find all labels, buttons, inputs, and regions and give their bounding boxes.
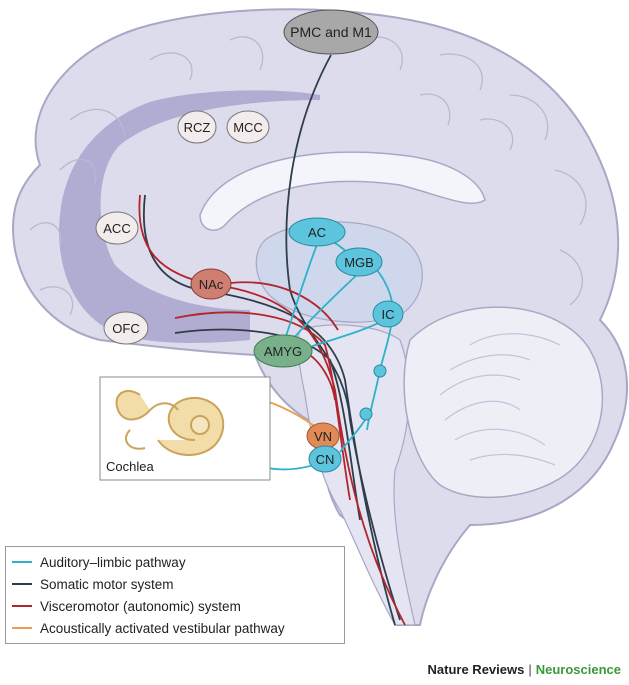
legend-swatch <box>12 605 32 607</box>
auditory-limbic-path <box>339 419 366 453</box>
ac-node[interactable]: AC <box>288 217 346 247</box>
cochlea-drawing <box>115 390 225 457</box>
auditory-limbic-path <box>364 257 394 431</box>
cochlea-label: Cochlea <box>106 459 154 474</box>
nac-node[interactable]: NAc <box>190 268 232 300</box>
mgb-node[interactable]: MGB <box>335 247 383 277</box>
mcc-node[interactable]: MCC <box>226 110 270 144</box>
corpus-callosum <box>199 151 486 231</box>
brainstem <box>297 324 416 626</box>
somatic-motor-path <box>142 194 396 626</box>
cortical-gyri <box>29 36 587 316</box>
vn-label: VN <box>314 429 332 444</box>
journal-name: Neuroscience <box>535 662 621 677</box>
mcc-label: MCC <box>233 120 263 135</box>
visceromotor-path <box>174 311 351 501</box>
legend-label: Visceromotor (autonomic) system <box>40 598 241 614</box>
amyg-node[interactable]: AMYG <box>253 334 313 368</box>
legend-swatch <box>12 583 32 585</box>
somatic-motor-path <box>174 328 361 521</box>
mgb-label: MGB <box>344 255 374 270</box>
ic-node[interactable]: IC <box>372 300 404 328</box>
cn-label: CN <box>316 452 335 467</box>
legend: Auditory–limbic pathway Somatic motor sy… <box>5 546 345 644</box>
ic-label: IC <box>382 307 395 322</box>
ofc-node[interactable]: OFC <box>103 311 149 345</box>
relay-dot <box>359 407 373 421</box>
legend-item: Somatic motor system <box>12 573 338 595</box>
legend-label: Acoustically activated vestibular pathwa… <box>40 620 285 636</box>
legend-item: Visceromotor (autonomic) system <box>12 595 338 617</box>
somatic-motor-path <box>285 54 401 621</box>
rcz-node[interactable]: RCZ <box>177 110 217 144</box>
pmc-m1-label: PMC and M1 <box>290 24 372 40</box>
pmc-m1-node[interactable]: PMC and M1 <box>283 9 379 55</box>
legend-swatch <box>12 561 32 563</box>
cn-node[interactable]: CN <box>308 445 342 473</box>
publisher-name: Nature Reviews <box>427 662 525 677</box>
relay-dot <box>373 364 387 378</box>
ac-label: AC <box>308 225 326 240</box>
rcz-label: RCZ <box>184 120 211 135</box>
credit-separator: | <box>528 662 532 677</box>
legend-label: Auditory–limbic pathway <box>40 554 186 570</box>
cortex-highlight <box>59 90 320 343</box>
acc-node[interactable]: ACC <box>95 211 139 245</box>
vn-node[interactable]: VN <box>306 422 340 450</box>
legend-swatch <box>12 627 32 629</box>
publisher-credit: Nature Reviews|Neuroscience <box>428 662 621 677</box>
amyg-label: AMYG <box>264 344 302 359</box>
visceromotor-path <box>230 281 339 331</box>
legend-item: Acoustically activated vestibular pathwa… <box>12 617 338 639</box>
ofc-label: OFC <box>112 321 139 336</box>
cerebellum-arbor <box>439 333 561 466</box>
legend-label: Somatic motor system <box>40 576 174 592</box>
legend-item: Auditory–limbic pathway <box>12 551 338 573</box>
auditory-limbic-path <box>282 241 319 346</box>
acc-label: ACC <box>103 221 130 236</box>
nac-label: NAc <box>199 277 224 292</box>
